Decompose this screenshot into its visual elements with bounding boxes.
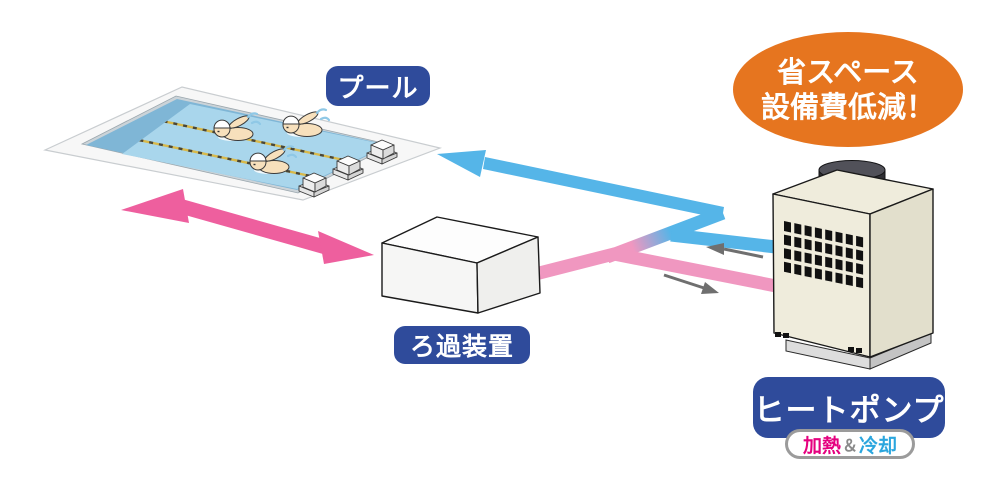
heat-pump-unit — [772, 160, 934, 370]
badge-line-2: 設備費低減！ — [760, 89, 935, 124]
heat-pump-base — [785, 332, 932, 370]
blue-pipe-shaft — [483, 157, 724, 219]
blue-pipe-arrowhead — [437, 150, 486, 177]
badge-line-1: 省スペース — [777, 55, 919, 90]
filter-box — [381, 216, 541, 314]
heat-pump-feet-marks — [775, 332, 862, 353]
filter-label: ろ過装置 — [394, 326, 530, 364]
ampersand-text: ＆ — [841, 436, 858, 455]
cooling-text: 冷却 — [859, 434, 898, 457]
pool-label: プール — [326, 66, 430, 106]
space-saving-badge: 省スペース 設備費低減！ — [733, 32, 963, 147]
pool-filter-double-arrow — [121, 189, 374, 264]
pink-pipe — [502, 247, 778, 293]
heating-text: 加熱 — [802, 434, 841, 457]
heating-cooling-badge: 加熱 ＆ 冷却 — [785, 429, 915, 459]
vent-grid — [784, 221, 864, 289]
flow-arrow-left — [706, 243, 764, 259]
blue-pipe-to-pump — [670, 228, 777, 254]
heat-pump-body — [772, 169, 934, 358]
pipe-crossover — [604, 206, 726, 264]
heat-pump-label: ヒートポンプ — [753, 377, 945, 438]
pool-illustration — [43, 86, 443, 201]
flow-arrow-right — [663, 273, 719, 294]
pool-water — [122, 104, 387, 189]
